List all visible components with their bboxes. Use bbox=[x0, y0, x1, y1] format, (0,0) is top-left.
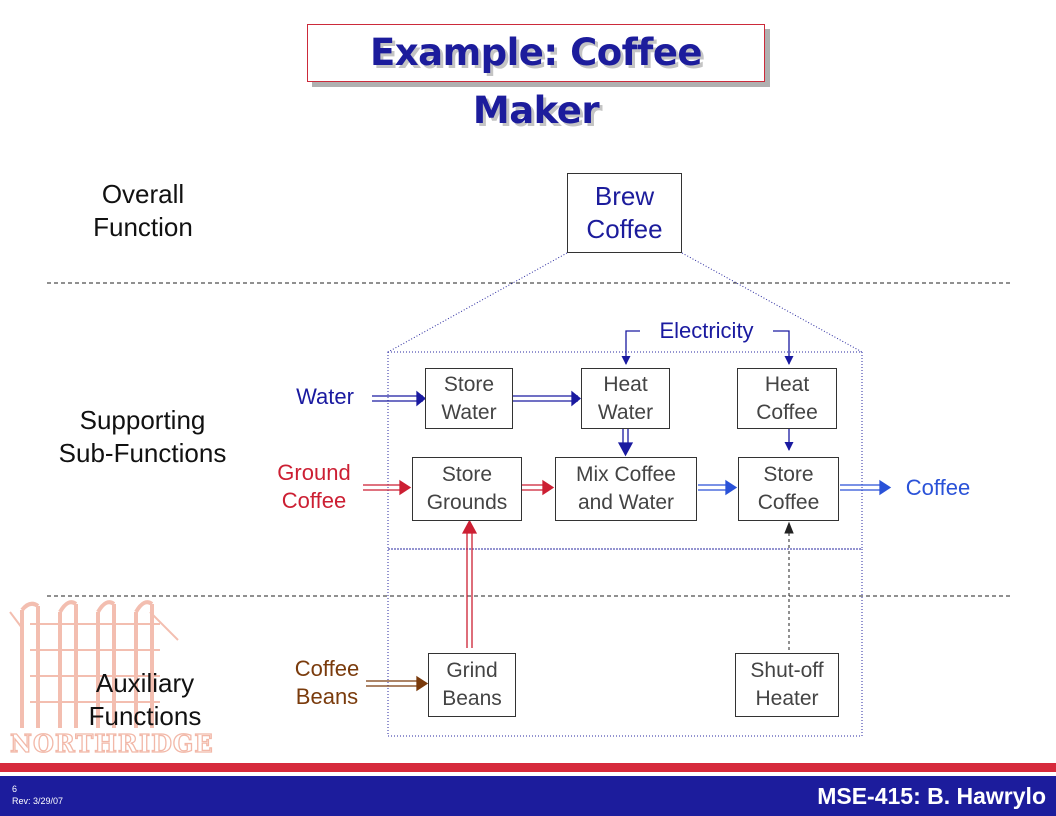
level-label-supporting: Supporting Sub-Functions bbox=[30, 404, 255, 470]
beans-flow-arrow bbox=[366, 675, 429, 692]
auxiliary-function-boundary bbox=[387, 548, 863, 737]
grind-beans-line2: Beans bbox=[442, 687, 502, 710]
footer-revision: Rev: 3/29/07 bbox=[12, 796, 64, 806]
heat-water-line1: Heat bbox=[603, 372, 648, 396]
shutoff-heater-line1: Shut-off bbox=[750, 659, 824, 682]
heat-coffee-line2: Coffee bbox=[756, 400, 818, 424]
heat-coffee-line1: Heat bbox=[764, 372, 810, 396]
coffee-flow-arrows bbox=[698, 479, 892, 496]
store-grounds-line1: Store bbox=[441, 463, 493, 486]
shutoff-signal-arrow bbox=[784, 521, 794, 650]
northridge-logo-text: NORTHRIDGE bbox=[10, 729, 214, 758]
brew-coffee-line1: Brew bbox=[594, 181, 655, 211]
water-flow-arrows bbox=[372, 390, 794, 457]
grind-beans-line1: Grind bbox=[446, 659, 498, 682]
level-label-overall-line2: Function bbox=[93, 212, 193, 242]
grounds-flow-arrows bbox=[363, 479, 555, 648]
flow-label-electricity: Electricity bbox=[659, 318, 754, 343]
mix-coffee-line2: and Water bbox=[577, 491, 675, 514]
store-grounds-line2: Grounds bbox=[426, 491, 508, 514]
level-label-auxiliary-line1: Auxiliary bbox=[95, 668, 195, 698]
store-water-line1: Store bbox=[443, 372, 495, 396]
level-label-overall-line1: Overall bbox=[101, 179, 185, 209]
function-mix-coffee-and-water: Mix Coffee and Water bbox=[555, 457, 697, 521]
footer-course-author: MSE-415: B. Hawrylo bbox=[817, 783, 1046, 809]
shutoff-heater-line2: Heater bbox=[755, 687, 819, 710]
flow-label-coffee-beans: Coffee Beans bbox=[276, 655, 378, 711]
footer-page-number: 6 bbox=[12, 784, 18, 794]
sub-function-boundary bbox=[387, 351, 863, 550]
electricity-flow bbox=[621, 330, 794, 365]
flow-label-coffee-output: Coffee bbox=[905, 475, 971, 500]
decomposition-line-right bbox=[681, 252, 863, 353]
level-label-supporting-line1: Supporting bbox=[79, 405, 206, 435]
mix-coffee-line1: Mix Coffee bbox=[576, 463, 676, 486]
heat-water-line2: Water bbox=[597, 400, 654, 424]
flow-label-ground-coffee: Ground Coffee bbox=[262, 459, 366, 515]
level-label-supporting-line2: Sub-Functions bbox=[58, 438, 227, 468]
store-water-line2: Water bbox=[441, 400, 497, 424]
level-label-auxiliary: Auxiliary Functions bbox=[70, 667, 220, 733]
northridge-logo-watermark bbox=[9, 600, 179, 728]
level-label-overall: Overall Function bbox=[68, 178, 218, 244]
footer-band bbox=[0, 776, 1056, 816]
ground-coffee-line1: Ground bbox=[277, 460, 351, 485]
footer-stripe-top bbox=[0, 763, 1056, 772]
coffee-beans-line2: Beans bbox=[295, 684, 359, 709]
title-frame bbox=[307, 24, 765, 82]
ground-coffee-line2: Coffee bbox=[281, 488, 347, 513]
brew-coffee-line2: Coffee bbox=[586, 214, 663, 244]
store-coffee-line2: Coffee bbox=[757, 491, 820, 514]
flow-label-water: Water bbox=[296, 384, 354, 409]
store-coffee-line1: Store bbox=[763, 463, 814, 486]
level-label-auxiliary-line2: Functions bbox=[88, 701, 202, 731]
coffee-beans-line1: Coffee bbox=[294, 656, 360, 681]
decomposition-line-left bbox=[387, 252, 568, 353]
slide-title: Example: Coffee Maker bbox=[369, 31, 703, 132]
